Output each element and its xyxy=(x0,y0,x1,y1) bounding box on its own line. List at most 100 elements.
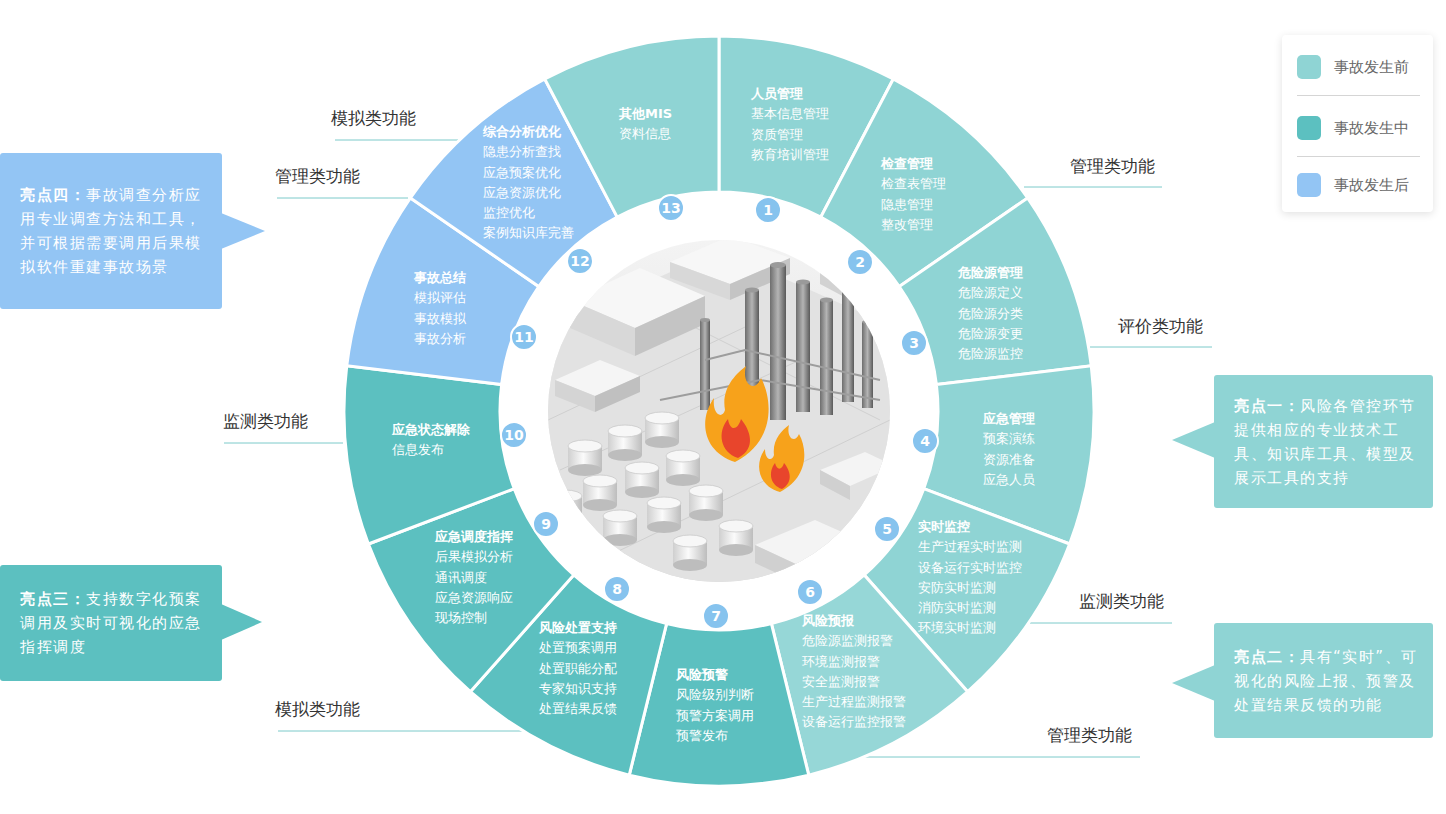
segment-item: 处置结果反馈 xyxy=(539,699,617,719)
segment-item: 预警发布 xyxy=(676,726,754,746)
segment-item: 应急预案优化 xyxy=(483,163,574,183)
segment-text: 实时监控生产过程实时监测设备运行实时监控安防实时监测消防实时监测环境实时监测 xyxy=(918,517,1022,639)
callout-number: 9 xyxy=(532,510,560,538)
segment-text: 应急调度指挥后果模拟分析通讯调度应急资源响应现场控制 xyxy=(435,527,513,628)
segment-item: 专家知识支持 xyxy=(539,679,617,699)
segment-item: 风险级别判断 xyxy=(676,685,754,705)
ring-segment: 应急状态解除信息发布 xyxy=(344,365,515,544)
function-category: 监测类功能 xyxy=(1079,590,1164,612)
segment-item: 设备运行实时监控 xyxy=(918,558,1022,578)
segment-item: 应急资源优化 xyxy=(483,183,574,203)
function-category: 管理类功能 xyxy=(1070,155,1155,177)
segment-item: 安防实时监测 xyxy=(918,578,1022,598)
segment-text: 检查管理检查表管理隐患管理整改管理 xyxy=(881,154,946,235)
legend-swatch xyxy=(1297,55,1321,79)
segment-text: 风险预警风险级别判断预警方案调用预警发布 xyxy=(676,665,754,746)
segment-item: 隐患分析查找 xyxy=(483,142,574,162)
segment-heading: 风险处置支持 xyxy=(539,618,617,638)
segment-item: 安全监测报警 xyxy=(802,672,906,692)
callout-text: 亮点一：风险各管控环节提供相应的专业技术工具、知识库工具、模型及展示工具的支持 xyxy=(1234,394,1419,490)
segment-item: 检查表管理 xyxy=(881,174,946,194)
callout-number: 2 xyxy=(846,248,874,276)
segment-heading: 检查管理 xyxy=(881,154,946,174)
segment-item: 应急资源响应 xyxy=(435,588,513,608)
callout-text: 亮点二：具有“实时”、可视化的风险上报、预警及处置结果反馈的功能 xyxy=(1234,645,1419,717)
highlight-callout: 亮点四：事故调查分析应用专业调查方法和工具，并可根据需要调用后果模拟软件重建事故… xyxy=(0,153,222,309)
legend-swatch xyxy=(1297,116,1321,140)
segment-item: 事故分析 xyxy=(414,329,466,349)
function-category: 模拟类功能 xyxy=(331,107,416,129)
highlight-callout: 亮点一：风险各管控环节提供相应的专业技术工具、知识库工具、模型及展示工具的支持 xyxy=(1214,375,1433,508)
segment-text: 事故总结模拟评估事故模拟事故分析 xyxy=(414,268,466,349)
callout-heading: 亮点一： xyxy=(1234,397,1300,415)
callout-text: 亮点四：事故调查分析应用专业调查方法和工具，并可根据需要调用后果模拟软件重建事故… xyxy=(20,183,208,279)
segment-item: 危险源定义 xyxy=(958,283,1023,303)
callout-number: 5 xyxy=(873,515,901,543)
legend-panel: 事故发生前事故发生中事故发生后 xyxy=(1282,35,1433,212)
segment-heading: 人员管理 xyxy=(751,84,829,104)
segment-fill xyxy=(545,36,719,217)
segment-text: 风险处置支持处置预案调用处置职能分配专家知识支持处置结果反馈 xyxy=(539,618,617,719)
callout-heading: 亮点三： xyxy=(20,590,86,608)
callout-number: 12 xyxy=(566,247,594,275)
segment-heading: 应急调度指挥 xyxy=(435,527,513,547)
legend-swatch xyxy=(1297,173,1321,197)
segment-item: 预案演练 xyxy=(983,429,1035,449)
segment-item: 通讯调度 xyxy=(435,568,513,588)
callout-number: 13 xyxy=(657,194,685,222)
segment-heading: 实时监控 xyxy=(918,517,1022,537)
segment-text: 风险预报危险源监测报警环境监测报警安全监测报警生产过程监测报警设备运行监控报警 xyxy=(802,611,906,733)
callout-number: 11 xyxy=(510,323,538,351)
function-category: 管理类功能 xyxy=(1047,724,1132,746)
segment-item: 危险源监控 xyxy=(958,344,1023,364)
segment-item: 模拟评估 xyxy=(414,288,466,308)
segment-heading: 风险预警 xyxy=(676,665,754,685)
segment-item: 设备运行监控报警 xyxy=(802,712,906,732)
segment-item: 基本信息管理 xyxy=(751,104,829,124)
function-category: 管理类功能 xyxy=(275,165,360,187)
callout-heading: 亮点二： xyxy=(1234,648,1300,666)
segment-item: 处置预案调用 xyxy=(539,638,617,658)
legend-text: 事故发生后 xyxy=(1334,175,1409,195)
segment-heading: 其他MIS xyxy=(619,104,672,124)
segment-heading: 危险源管理 xyxy=(958,263,1023,283)
callout-number: 3 xyxy=(900,329,928,357)
segment-item: 隐患管理 xyxy=(881,195,946,215)
segment-item: 资源准备 xyxy=(983,450,1035,470)
segment-item: 生产过程实时监测 xyxy=(918,537,1022,557)
function-category: 模拟类功能 xyxy=(275,698,360,720)
segment-item: 信息发布 xyxy=(392,440,470,460)
function-category: 评价类功能 xyxy=(1118,315,1203,337)
legend-text: 事故发生中 xyxy=(1334,118,1409,138)
segment-item: 处置职能分配 xyxy=(539,659,617,679)
segment-heading: 应急状态解除 xyxy=(392,420,470,440)
segment-item: 事故模拟 xyxy=(414,309,466,329)
segment-heading: 风险预报 xyxy=(802,611,906,631)
segment-text: 综合分析优化隐患分析查找应急预案优化应急资源优化监控优化案例知识库完善 xyxy=(483,122,574,244)
segment-item: 后果模拟分析 xyxy=(435,547,513,567)
callout-number: 8 xyxy=(603,575,631,603)
plant-illustration xyxy=(540,232,900,592)
segment-item: 环境实时监测 xyxy=(918,618,1022,638)
callout-number: 10 xyxy=(500,421,528,449)
highlight-callout: 亮点三：支持数字化预案调用及实时可视化的应急指挥调度 xyxy=(0,565,222,681)
ring-segment: 其他MIS资料信息 xyxy=(544,36,719,218)
callout-number: 6 xyxy=(796,578,824,606)
callout-number: 7 xyxy=(702,602,730,630)
segment-heading: 应急管理 xyxy=(983,409,1035,429)
segment-fill xyxy=(899,198,1091,385)
callout-number: 4 xyxy=(911,427,939,455)
legend-text: 事故发生前 xyxy=(1334,57,1409,77)
segment-item: 危险源分类 xyxy=(958,304,1023,324)
segment-item: 案例知识库完善 xyxy=(483,223,574,243)
segment-heading: 事故总结 xyxy=(414,268,466,288)
segment-item: 消防实时监测 xyxy=(918,598,1022,618)
segment-item: 危险源监测报警 xyxy=(802,631,906,651)
segment-text: 人员管理基本信息管理资质管理教育培训管理 xyxy=(751,84,829,165)
segment-text: 其他MIS资料信息 xyxy=(619,104,672,145)
callout-number: 1 xyxy=(754,196,782,224)
segment-item: 环境监测报警 xyxy=(802,652,906,672)
segment-text: 应急状态解除信息发布 xyxy=(392,420,470,461)
segment-item: 生产过程监测报警 xyxy=(802,692,906,712)
